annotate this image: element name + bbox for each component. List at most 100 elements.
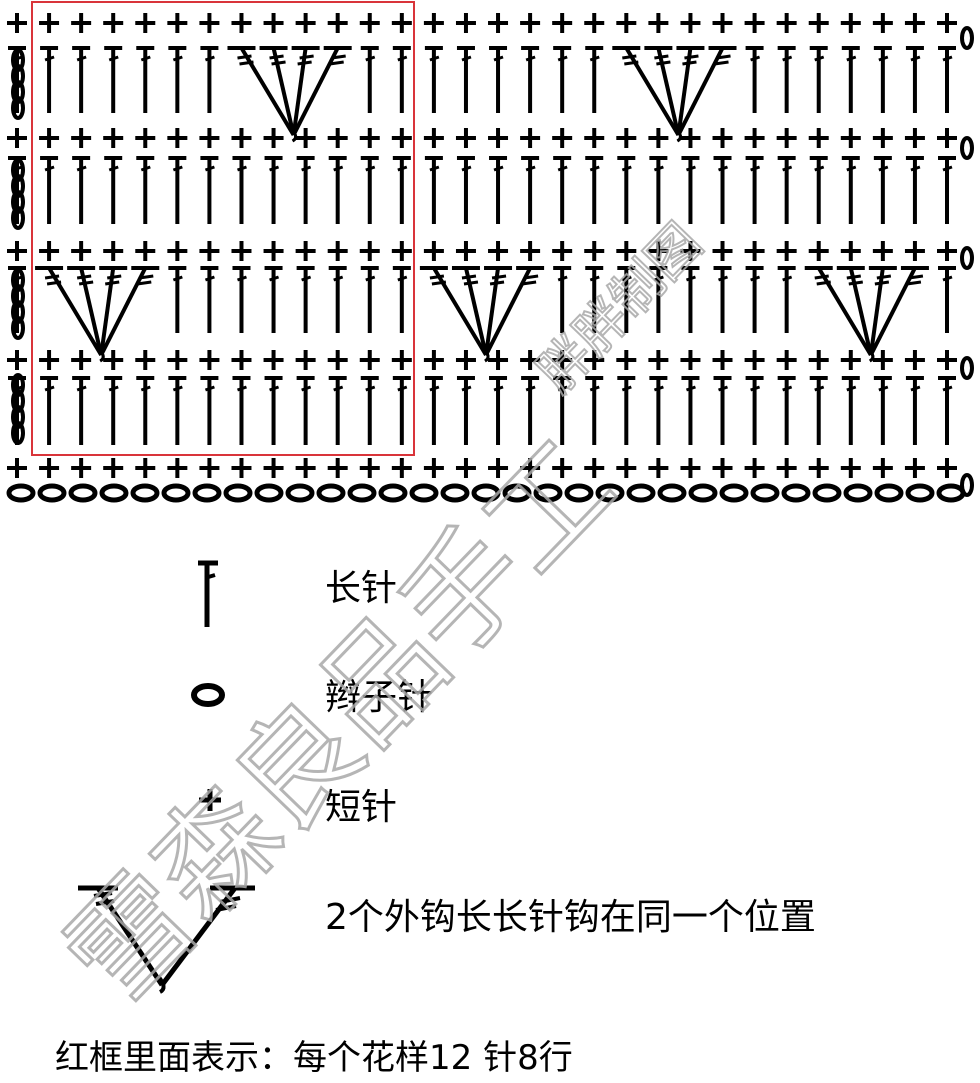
double-crochet-symbol: [649, 156, 668, 224]
double-crochet-symbol: [809, 156, 828, 224]
double-crochet-symbol: [72, 46, 91, 113]
single-crochet-symbol: [295, 13, 316, 33]
single-crochet-symbol: [520, 458, 541, 478]
double-crochet-symbol: [104, 376, 123, 445]
double-crochet-symbol: [296, 266, 315, 333]
single-crochet-symbol: [776, 128, 797, 148]
double-crochet-symbol: [777, 46, 796, 113]
double-crochet-symbol: [745, 156, 764, 224]
double-crochet-symbol: [745, 376, 764, 445]
single-crochet-symbol: [295, 128, 316, 148]
double-crochet-symbol: [521, 156, 540, 224]
crossed-treble-symbol: [644, 46, 737, 143]
double-crochet-symbol: [168, 376, 187, 445]
single-crochet-symbol: [744, 458, 765, 478]
double-crochet-symbol: [392, 266, 411, 333]
single-crochet-symbol: [199, 458, 220, 478]
double-crochet-symbol: [296, 376, 315, 445]
single-crochet-symbol: [648, 241, 669, 261]
double-crochet-symbol: [809, 46, 828, 113]
single-crochet-symbol: [584, 241, 605, 261]
single-crochet-symbol: [391, 350, 412, 370]
double-crochet-icon: [198, 560, 218, 627]
double-crochet-symbol: [264, 266, 283, 333]
double-crochet-symbol: [617, 376, 636, 445]
double-crochet-symbol: [841, 376, 860, 445]
single-crochet-symbol: [712, 241, 733, 261]
crossed-treble-symbol: [451, 266, 545, 363]
legend-label: 长针: [325, 568, 398, 609]
single-crochet-symbol: [103, 241, 124, 261]
chain-stitch-icon: [191, 683, 225, 707]
double-crochet-symbol: [392, 376, 411, 445]
single-crochet-symbol: [872, 241, 893, 261]
double-crochet-symbol: [873, 156, 892, 224]
double-crochet-symbol: [232, 156, 251, 224]
double-crochet-symbol: [136, 156, 155, 224]
double-crochet-symbol: [938, 376, 956, 445]
chain-stitch-symbol: [595, 483, 625, 503]
single-crochet-symbol: [520, 241, 541, 261]
single-crochet-symbol: [552, 128, 573, 148]
double-crochet-symbol: [809, 376, 828, 445]
double-crochet-symbol: [489, 46, 508, 113]
chain-stitch-symbol: [781, 483, 811, 503]
single-crochet-symbol: [808, 458, 829, 478]
single-crochet-symbol: [712, 458, 733, 478]
single-crochet-symbol: [744, 128, 765, 148]
single-crochet-symbol: [391, 128, 412, 148]
single-crochet-symbol: [263, 241, 284, 261]
double-crochet-symbol: [585, 156, 604, 224]
single-crochet-symbol: [295, 350, 316, 370]
single-crochet-symbol: [904, 13, 925, 33]
single-crochet-symbol: [616, 13, 637, 33]
single-crochet-symbol: [712, 350, 733, 370]
single-crochet-symbol: [135, 241, 156, 261]
single-crochet-symbol: [616, 350, 637, 370]
double-crochet-symbol: [777, 266, 796, 333]
single-crochet-symbol: [295, 458, 316, 478]
chain-stitch-symbol: [936, 483, 966, 503]
single-crochet-symbol: [904, 458, 925, 478]
double-crochet-symbol: [905, 46, 924, 113]
single-crochet-symbol: [103, 128, 124, 148]
single-crochet-symbol: [808, 350, 829, 370]
single-crochet-symbol: [263, 128, 284, 148]
double-crochet-symbol: [392, 156, 411, 224]
single-crochet-symbol: [167, 350, 188, 370]
double-crochet-symbol: [40, 376, 59, 445]
double-crochet-symbol: [617, 156, 636, 224]
single-crochet-symbol: [808, 128, 829, 148]
single-crochet-symbol: [231, 128, 252, 148]
double-crochet-symbol: [328, 266, 347, 333]
double-crochet-symbol: [713, 156, 732, 224]
chain-stitch-symbol: [440, 483, 470, 503]
chain-stitch-symbol: [409, 483, 439, 503]
legend-item-chain-stitch: 辫子针: [0, 670, 980, 730]
single-crochet-symbol: [584, 458, 605, 478]
single-crochet-symbol: [135, 128, 156, 148]
double-crochet-symbol: [617, 266, 636, 333]
chain-stitch-symbol: [254, 483, 284, 503]
double-crochet-symbol: [873, 376, 892, 445]
double-crochet-symbol: [585, 266, 604, 333]
chain-stitch-symbol: [316, 483, 346, 503]
chain-stitch-symbol: [533, 483, 563, 503]
double-crochet-symbol: [264, 376, 283, 445]
chain-stitch-symbol: [99, 483, 129, 503]
single-crochet-symbol: [231, 350, 252, 370]
double-crochet-symbol: [553, 46, 572, 113]
double-crochet-symbol: [360, 46, 379, 113]
chain-stitch-symbol: [285, 483, 315, 503]
double-crochet-symbol: [585, 376, 604, 445]
crossed-treble-symbol: [227, 46, 320, 143]
single-crochet-symbol: [552, 241, 573, 261]
double-crochet-symbol: [392, 46, 411, 113]
single-crochet-symbol: [680, 241, 701, 261]
single-crochet-symbol: [39, 350, 60, 370]
single-crochet-symbol: [135, 13, 156, 33]
single-crochet-symbol: [359, 458, 380, 478]
single-crochet-symbol: [520, 128, 541, 148]
single-crochet-symbol: [167, 13, 188, 33]
single-crochet-symbol: [904, 350, 925, 370]
